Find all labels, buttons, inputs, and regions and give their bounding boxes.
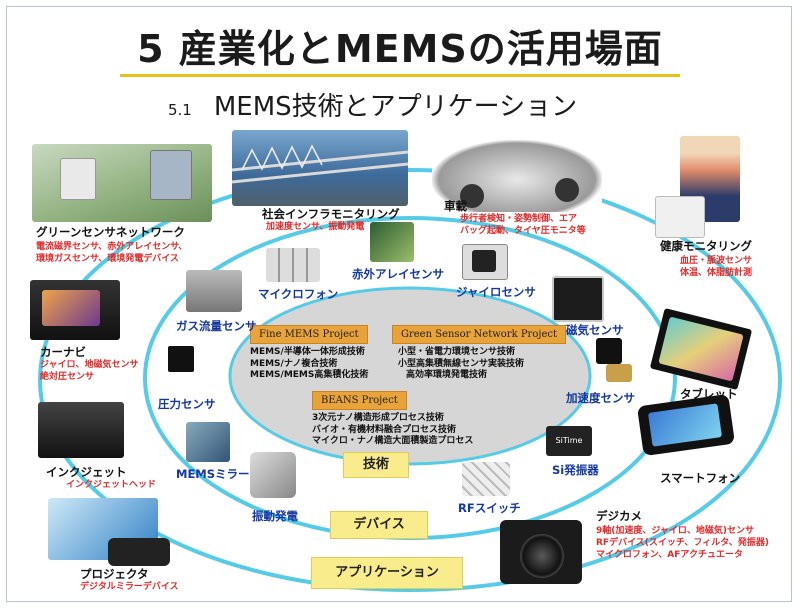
- navi-screen-icon: [42, 290, 100, 326]
- project-title: Fine MEMS Project: [250, 325, 368, 344]
- project-line: 小型・省電力環境センサ技術: [398, 347, 516, 357]
- device-microphone-label: マイクロフォン: [258, 287, 339, 301]
- vibration-generator-image: [250, 452, 296, 498]
- app-camera-desc-2: RFデバイス(スイッチ、フィルタ、発振器): [596, 538, 770, 548]
- device-si-osc-label: Si発振器: [552, 463, 599, 477]
- device-rf-switch-label: RFスイッチ: [458, 501, 521, 515]
- app-infra-desc: 加速度センサ、振動発電: [266, 222, 365, 232]
- mems-mirror-image: [186, 422, 230, 462]
- project-line: MEMS/MEMS高集積化技術: [250, 370, 369, 381]
- project-line: MEMS/半導体一体形成技術: [250, 347, 365, 357]
- band-application: アプリケーション: [311, 557, 463, 589]
- device-gyro-label: ジャイロセンサ: [456, 285, 536, 299]
- app-health-label: 健康モニタリング: [660, 239, 752, 253]
- project-line: 3次元ナノ構造形成プロセス技術: [312, 413, 444, 423]
- app-projector-label: プロジェクタ: [80, 567, 149, 581]
- project-line: MEMS/ナノ複合技術: [250, 358, 338, 369]
- slide-frame: [6, 6, 792, 602]
- section-subtitle-text: MEMS技術とアプリケーション: [213, 92, 578, 122]
- car-image: [432, 140, 602, 212]
- car-wheel-icon: [460, 178, 579, 208]
- bridge-truss-icon: [232, 144, 408, 184]
- rf-switch-image: [462, 462, 510, 496]
- project-beans: BEANS Project 3次元ナノ構造形成プロセス技術 バイオ・有機材料融合…: [312, 388, 473, 448]
- app-infra-label: 社会インフラモニタリング: [262, 207, 400, 221]
- project-green-sensor: Green Sensor Network Project 小型・省電力環境センサ…: [392, 322, 566, 382]
- app-tablet-label: タブレット: [680, 387, 738, 401]
- building-icon: [150, 150, 192, 200]
- inkjet-printer-image: [38, 402, 124, 458]
- device-ir-array-label: 赤外アレイセンサ: [352, 267, 444, 281]
- app-car-desc-1: 歩行者検知・姿勢制御、エア: [460, 214, 578, 224]
- device-magnetic-label: 磁気センサ: [566, 323, 624, 337]
- project-line: 小型高集積無線センサ実装技術: [398, 358, 525, 369]
- title-underline: [120, 74, 680, 77]
- app-navi-desc-1: ジャイロ、地磁気センサ: [40, 360, 139, 370]
- app-navi-label: カーナビ: [40, 345, 86, 359]
- device-accel-label: 加速度センサ: [566, 391, 635, 405]
- app-green-network-desc-2: 環境ガスセンサ、環境発電デバイス: [36, 254, 179, 264]
- microphone-chips-image: [266, 248, 320, 282]
- app-navi-desc-2: 絶対圧センサ: [40, 372, 95, 382]
- gas-flow-sensor-image: [186, 270, 242, 312]
- app-projector-desc: デジタルミラーデバイス: [80, 582, 179, 592]
- magnetic-sensor-image: [552, 276, 604, 322]
- app-car-desc-2: バッグ起動、タイヤ圧モニタ等: [460, 226, 586, 236]
- app-inkjet-desc: インクジェットヘッド: [66, 480, 157, 490]
- camera-lens-icon: [520, 534, 564, 578]
- device-gas-flow-label: ガス流量センサ: [176, 319, 257, 333]
- project-title: BEANS Project: [312, 391, 407, 410]
- app-health-desc-1: 血圧・脈波センサ: [680, 256, 753, 266]
- gyro-die-icon: [472, 250, 496, 272]
- project-line: マイクロ・ナノ構造大面積製造プロセス: [312, 436, 474, 447]
- project-title: Green Sensor Network Project: [392, 325, 566, 344]
- accel-chip-image: [596, 338, 622, 364]
- project-line: 高効率環境発電技術: [406, 370, 488, 381]
- app-green-network-desc-1: 電流磁界センサ、赤外アレイセンサ、: [36, 242, 188, 252]
- app-green-network-label: グリーンセンサネットワーク: [36, 225, 185, 239]
- accel-pad-icon: [606, 364, 632, 382]
- band-device: デバイス: [330, 511, 428, 539]
- project-line: バイオ・有機材料融合プロセス技術: [312, 424, 457, 435]
- app-smartphone-label: スマートフォン: [660, 471, 741, 485]
- device-pressure-label: 圧力センサ: [158, 397, 216, 411]
- building-icon: [60, 158, 96, 200]
- page-title: 5 産業化とMEMSの活用場面: [137, 27, 663, 71]
- project-fine-mems: Fine MEMS Project MEMS/半導体一体形成技術 MEMS/ナノ…: [250, 322, 368, 382]
- projector-icon: [108, 538, 170, 566]
- app-inkjet-label: インクジェット: [46, 465, 127, 479]
- device-mems-mirror-label: MEMSミラー: [176, 467, 250, 481]
- outer-ring: [38, 168, 782, 592]
- app-car-label: 車載: [444, 199, 467, 213]
- chair-icon: [655, 196, 705, 238]
- si-oscillator-image: SiTime: [546, 426, 592, 456]
- app-camera-desc-1: 9軸(加速度、ジャイロ、地磁気)センサ: [596, 526, 755, 536]
- app-camera-label: デジカメ: [596, 509, 642, 523]
- pressure-sensor-image: [168, 346, 194, 372]
- ir-array-board-image: [370, 222, 414, 262]
- section-number: 5.1: [168, 101, 192, 119]
- section-subtitle: 5.1 MEMS技術とアプリケーション: [168, 86, 577, 123]
- device-vib-power-label: 振動発電: [252, 509, 298, 523]
- app-camera-desc-3: マイクロフォン、AFアクチュエータ: [596, 550, 743, 560]
- band-technology: 技術: [343, 452, 409, 478]
- app-health-desc-2: 体温、体脂肪計測: [680, 268, 753, 278]
